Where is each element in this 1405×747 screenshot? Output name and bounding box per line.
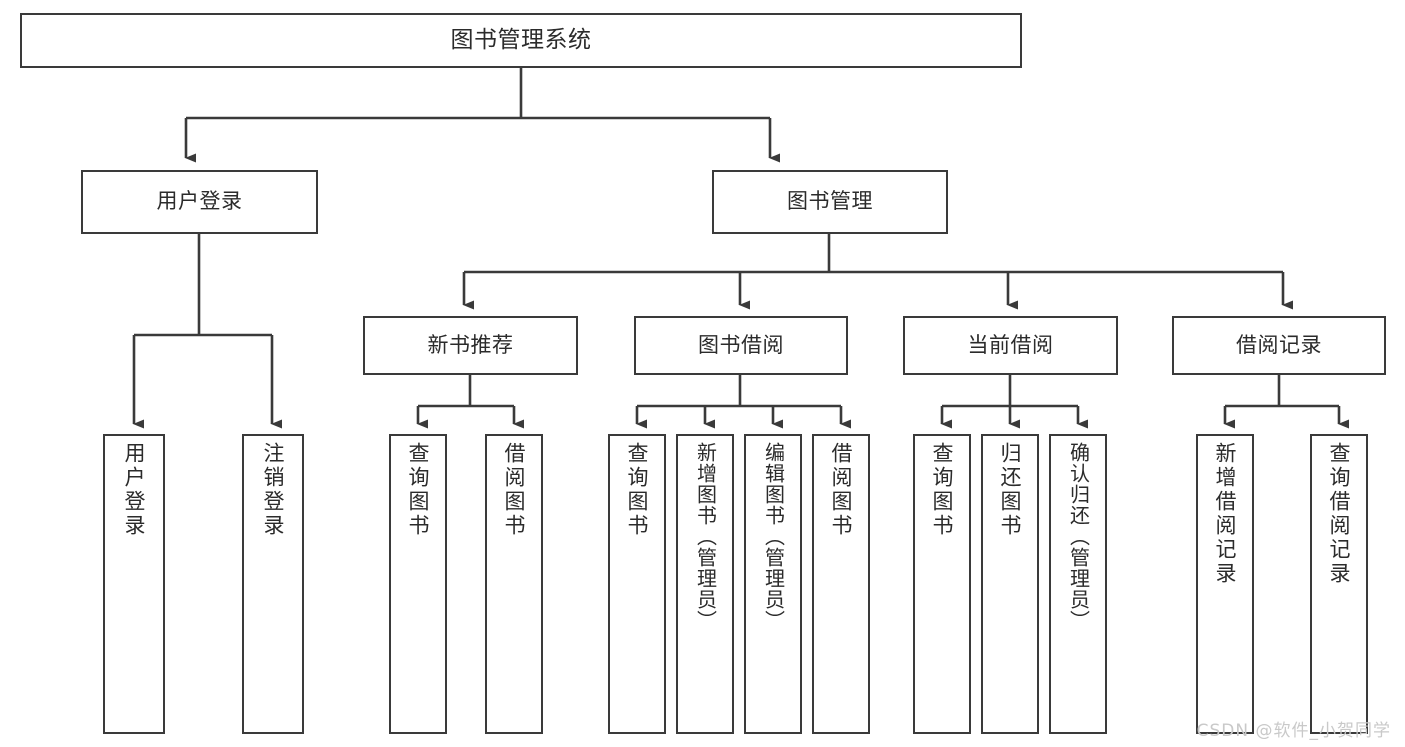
node-label: 用户登录 bbox=[122, 442, 147, 538]
node-leaf-user-login[interactable]: 用户登录 bbox=[103, 434, 165, 734]
node-leaf-query-book-1[interactable]: 查询图书 bbox=[389, 434, 447, 734]
node-label: 图书管理 bbox=[787, 189, 873, 214]
node-label: 查询图书 bbox=[406, 442, 431, 538]
node-label: 查询图书 bbox=[625, 442, 650, 538]
node-leaf-logout[interactable]: 注销登录 bbox=[242, 434, 304, 734]
node-leaf-edit-book[interactable]: 编辑图书（管理员） bbox=[744, 434, 802, 734]
node-user-login[interactable]: 用户登录 bbox=[81, 170, 318, 234]
node-leaf-borrow-book-1[interactable]: 借阅图书 bbox=[485, 434, 543, 734]
node-leaf-confirm-return[interactable]: 确认归还（管理员） bbox=[1049, 434, 1107, 734]
node-leaf-add-record[interactable]: 新增借阅记录 bbox=[1196, 434, 1254, 734]
node-label: 查询图书 bbox=[930, 442, 955, 538]
node-leaf-return-book[interactable]: 归还图书 bbox=[981, 434, 1039, 734]
node-leaf-add-book[interactable]: 新增图书（管理员） bbox=[676, 434, 734, 734]
node-label: 当前借阅 bbox=[967, 332, 1054, 357]
node-leaf-query-record[interactable]: 查询借阅记录 bbox=[1310, 434, 1368, 734]
node-new-book-recommendation[interactable]: 新书推荐 bbox=[363, 316, 578, 375]
node-label: 注销登录 bbox=[261, 442, 286, 538]
node-label: 借阅记录 bbox=[1236, 332, 1322, 357]
node-label: 图书借阅 bbox=[698, 332, 784, 357]
node-label: 图书管理系统 bbox=[450, 27, 592, 54]
node-label: 用户登录 bbox=[156, 189, 243, 214]
node-label: 编辑图书（管理员） bbox=[761, 442, 786, 631]
node-root-book-management-system[interactable]: 图书管理系统 bbox=[20, 13, 1022, 68]
node-label: 新增图书（管理员） bbox=[693, 442, 718, 631]
node-label: 查询借阅记录 bbox=[1327, 442, 1352, 586]
node-leaf-query-book-3[interactable]: 查询图书 bbox=[913, 434, 971, 734]
node-borrowing-record[interactable]: 借阅记录 bbox=[1172, 316, 1386, 375]
node-book-borrowing[interactable]: 图书借阅 bbox=[634, 316, 848, 375]
node-leaf-borrow-book-2[interactable]: 借阅图书 bbox=[812, 434, 870, 734]
node-label: 归还图书 bbox=[998, 442, 1023, 538]
node-leaf-query-book-2[interactable]: 查询图书 bbox=[608, 434, 666, 734]
node-current-borrowing[interactable]: 当前借阅 bbox=[903, 316, 1118, 375]
node-label: 借阅图书 bbox=[829, 442, 854, 538]
node-label: 借阅图书 bbox=[502, 442, 527, 538]
node-label: 新增借阅记录 bbox=[1213, 442, 1238, 586]
csdn-watermark: CSDN @软件_小贺同学 bbox=[1196, 721, 1391, 741]
node-book-management[interactable]: 图书管理 bbox=[712, 170, 948, 234]
node-label: 确认归还（管理员） bbox=[1066, 442, 1091, 631]
node-label: 新书推荐 bbox=[427, 332, 514, 357]
